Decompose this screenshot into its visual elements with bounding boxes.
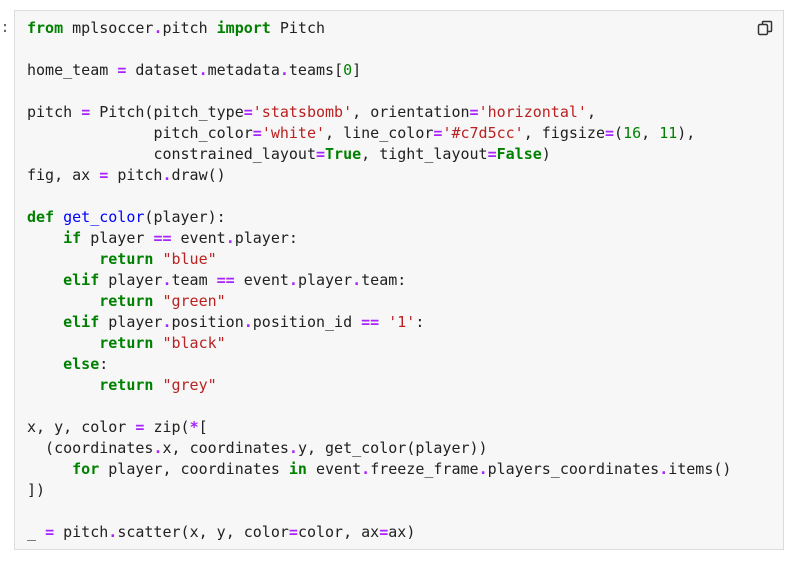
code-line: (coordinates.x, coordinates.y, get_color… [27, 439, 488, 457]
code-line: elif player.position.position_id == '1': [63, 313, 425, 331]
code-line: x, y, color = zip(*[ [27, 418, 208, 436]
code-line: else: [63, 355, 109, 373]
code-line: pitch = Pitch(pitch_type='statsbomb', or… [27, 103, 596, 121]
code-line: _ = pitch.scatter(x, y, color=color, ax=… [27, 523, 416, 541]
copy-icon [757, 20, 773, 36]
code-line: fig, ax = pitch.draw() [27, 166, 226, 184]
code-line: return "green" [99, 292, 226, 310]
code-line: constrained_layout=True, tight_layout=Fa… [153, 145, 551, 163]
code-line: pitch_color='white', line_color='#c7d5cc… [153, 124, 696, 142]
code-line: return "grey" [99, 376, 217, 394]
code-line: for player, coordinates in event.freeze_… [72, 460, 732, 478]
code-block[interactable]: from mplsoccer.pitch import Pitch home_t… [27, 18, 731, 543]
code-line: def get_color(player): [27, 208, 226, 226]
code-line: elif player.team == event.player.team: [63, 271, 407, 289]
code-line: return "blue" [99, 250, 217, 268]
code-line: home_team = dataset.metadata.teams[0] [27, 61, 362, 79]
code-line: if player == event.player: [63, 229, 298, 247]
code-cell[interactable]: from mplsoccer.pitch import Pitch home_t… [14, 10, 784, 550]
cell-prompt: : [0, 18, 10, 36]
copy-button[interactable] [755, 18, 775, 38]
code-line: ]) [27, 481, 46, 499]
code-line: from mplsoccer.pitch import Pitch [27, 19, 326, 37]
code-line: return "black" [99, 334, 226, 352]
